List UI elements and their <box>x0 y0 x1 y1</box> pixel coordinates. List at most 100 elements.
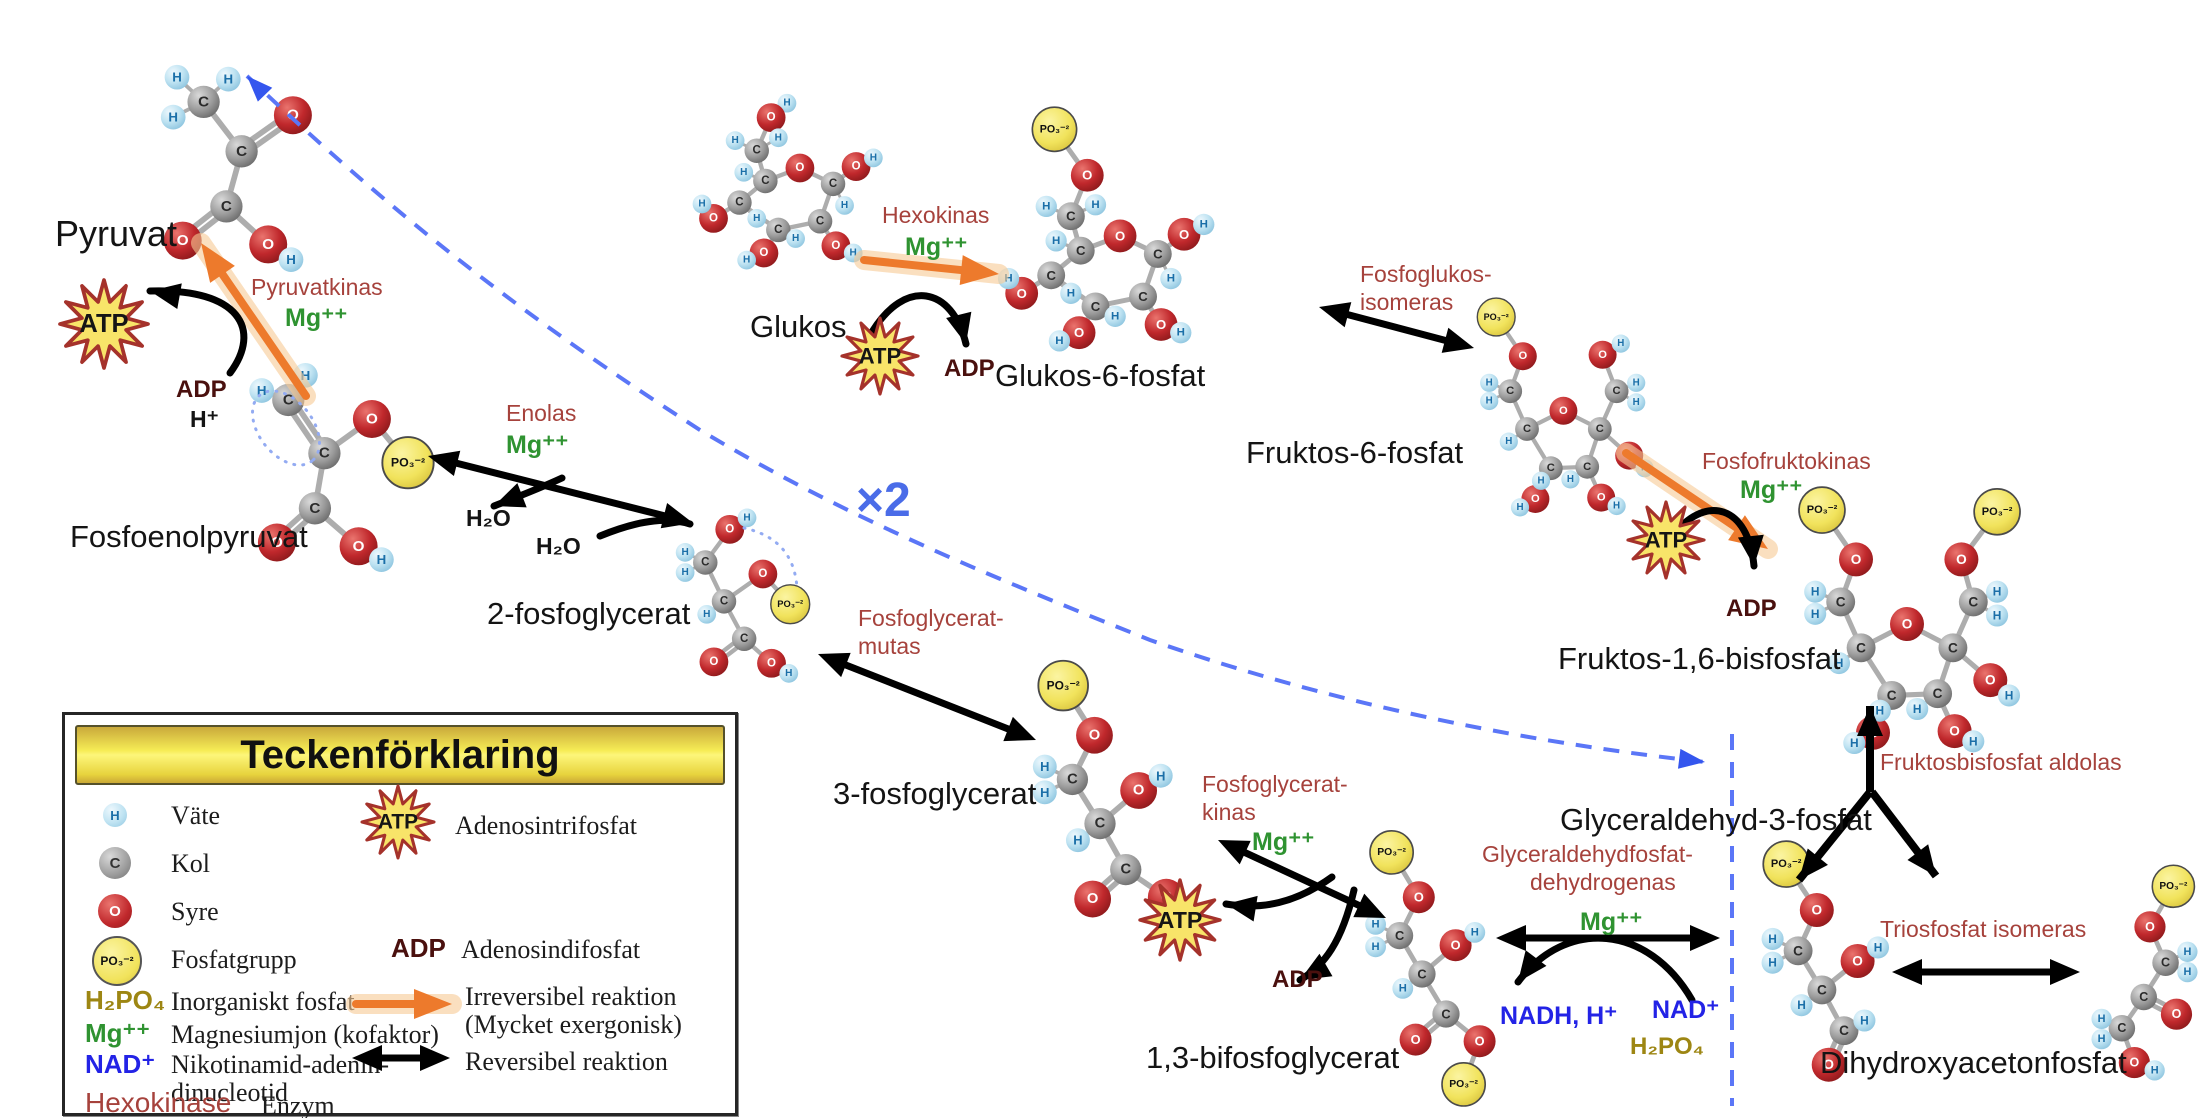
svg-text:H: H <box>1177 327 1185 339</box>
svg-text:PO₃⁻²: PO₃⁻² <box>2159 881 2188 892</box>
svg-text:H: H <box>1200 218 1208 230</box>
svg-text:O: O <box>709 212 718 224</box>
svg-text:H: H <box>2005 688 2014 702</box>
label-3-fosfoglycerat: 3-fosfoglycerat <box>833 776 1037 811</box>
legend-label-irreversibel: Irreversibel reaktion (Mycket exergonisk… <box>465 982 682 1040</box>
svg-text:PO₃⁻²: PO₃⁻² <box>1040 123 1070 135</box>
svg-text:C: C <box>1547 462 1555 474</box>
svg-text:H: H <box>1004 273 1012 285</box>
svg-text:H: H <box>1399 982 1407 994</box>
svg-text:C: C <box>198 93 209 110</box>
svg-text:O: O <box>1179 227 1189 242</box>
svg-text:H: H <box>1471 926 1479 938</box>
svg-text:PO₃⁻²: PO₃⁻² <box>1449 1079 1478 1090</box>
label-glyceraldehyd-3-fosfat: Glyceraldehyd-3-fosfat <box>1560 802 1872 837</box>
label-13-bifosfoglycerat: 1,3-bifosfoglycerat <box>1146 1040 1400 1075</box>
svg-text:O: O <box>1852 954 1863 969</box>
svg-text:O: O <box>353 538 365 555</box>
svg-text:−: − <box>1177 904 1183 916</box>
enzyme-fosfofruktokinas: Fosfofruktokinas <box>1702 448 1871 474</box>
svg-text:C: C <box>1506 385 1514 397</box>
svg-text:PO₃⁻²: PO₃⁻² <box>391 456 425 470</box>
svg-text:H: H <box>2183 946 2191 958</box>
svg-text:O: O <box>1956 552 1967 567</box>
svg-text:O: O <box>262 236 274 253</box>
svg-text:O: O <box>1902 617 1913 632</box>
svg-text:H: H <box>1537 475 1544 486</box>
svg-text:C: C <box>1793 943 1803 958</box>
svg-text:H: H <box>1567 474 1574 485</box>
arrow-curve <box>868 292 972 348</box>
svg-text:H: H <box>1617 338 1624 349</box>
svg-text:C: C <box>1583 461 1591 473</box>
svg-text:H: H <box>841 200 848 211</box>
enzyme-pyruvatkinas: Pyruvatkinas <box>251 274 383 300</box>
label-fosfoenolpyruvat: Fosfoenolpyruvat <box>70 519 308 554</box>
svg-text:C: C <box>1120 862 1131 878</box>
svg-text:C: C <box>829 178 837 190</box>
svg-text:O: O <box>1475 1034 1485 1049</box>
svg-text:H: H <box>775 132 782 143</box>
svg-text:H: H <box>681 567 688 578</box>
svg-text:H: H <box>1641 463 1648 474</box>
svg-text:C: C <box>1948 640 1958 655</box>
cofactor-mg-kinas: Mg⁺⁺ <box>1252 828 1315 856</box>
svg-text:H: H <box>377 552 387 567</box>
svg-text:C: C <box>1046 268 1056 283</box>
svg-text:C: C <box>2117 1021 2126 1035</box>
svg-text:H: H <box>1516 502 1523 513</box>
cofactor-nad: NAD⁺ <box>1652 996 1720 1024</box>
atp-star: ATP <box>840 316 920 396</box>
svg-text:O: O <box>1161 889 1172 905</box>
svg-text:H: H <box>2151 1064 2159 1076</box>
cofactor-adp-kinas: ADP <box>1272 966 1323 993</box>
svg-text:H: H <box>1040 785 1049 800</box>
arrow-bdash <box>245 74 1706 769</box>
cofactor-mg-gapdh: Mg⁺⁺ <box>1580 908 1643 936</box>
svg-text:O: O <box>2145 920 2155 934</box>
enzyme-fosfoglycerat-kinas-line1: Fosfoglycerat- <box>1202 771 1348 797</box>
svg-text:O: O <box>1087 891 1098 907</box>
cofactor-mg-enolas: Mg⁺⁺ <box>506 431 569 459</box>
cofactor-adp-pyruvatkinas: ADP <box>176 376 227 403</box>
enzyme-triosfosfat-isomeras: Triosfosfat isomeras <box>1880 916 2087 942</box>
inorganic-phosphate-symbol: H₂PO₄ <box>85 985 166 1015</box>
svg-text:C: C <box>1153 246 1163 261</box>
svg-text:O: O <box>1949 724 1960 739</box>
svg-text:H: H <box>1156 768 1165 783</box>
legend-label-inorganiskt-fosfat: Inorganiskt fosfat <box>171 987 355 1016</box>
svg-text:C: C <box>1067 771 1078 787</box>
svg-text:C: C <box>1613 385 1621 397</box>
svg-text:H: H <box>1073 833 1082 848</box>
legend-label-magnesiumjon: Magnesiumjon (kofaktor) <box>171 1020 439 1049</box>
svg-text:C: C <box>774 224 782 236</box>
svg-text:H: H <box>1372 918 1380 930</box>
legend-label-fosfatgrupp: Fosfatgrupp <box>171 945 297 974</box>
svg-text:O: O <box>1625 450 1634 462</box>
svg-text:O: O <box>1115 228 1125 243</box>
cofactor-inorganic-phosphate: H₂PO₄ <box>1630 1033 1705 1060</box>
svg-text:H: H <box>1913 702 1922 716</box>
svg-text:H: H <box>1055 335 1063 347</box>
svg-text:C: C <box>1138 289 1148 304</box>
svg-text:C: C <box>2139 990 2148 1004</box>
svg-text:PO₃⁻²: PO₃⁻² <box>1807 504 1838 516</box>
enzyme-fruktosbisfosfat-aldolas: Fruktosbisfosfat aldolas <box>1880 749 2122 775</box>
svg-text:H: H <box>870 152 877 163</box>
svg-text:H: H <box>1052 235 1060 247</box>
svg-text:H: H <box>1372 941 1380 953</box>
svg-text:H: H <box>783 98 790 109</box>
svg-text:H: H <box>1042 200 1050 212</box>
svg-text:O: O <box>831 240 840 252</box>
svg-text:H: H <box>1969 734 1978 748</box>
svg-text:C: C <box>1091 299 1101 314</box>
svg-text:O: O <box>795 162 804 174</box>
label-2-fosfoglycerat: 2-fosfoglycerat <box>487 596 691 631</box>
svg-text:H: H <box>1486 396 1493 407</box>
svg-text:H: H <box>1505 436 1512 447</box>
svg-text:C: C <box>1887 688 1897 703</box>
label-glukos-6-fosfat: Glukos-6-fosfat <box>995 358 1206 393</box>
